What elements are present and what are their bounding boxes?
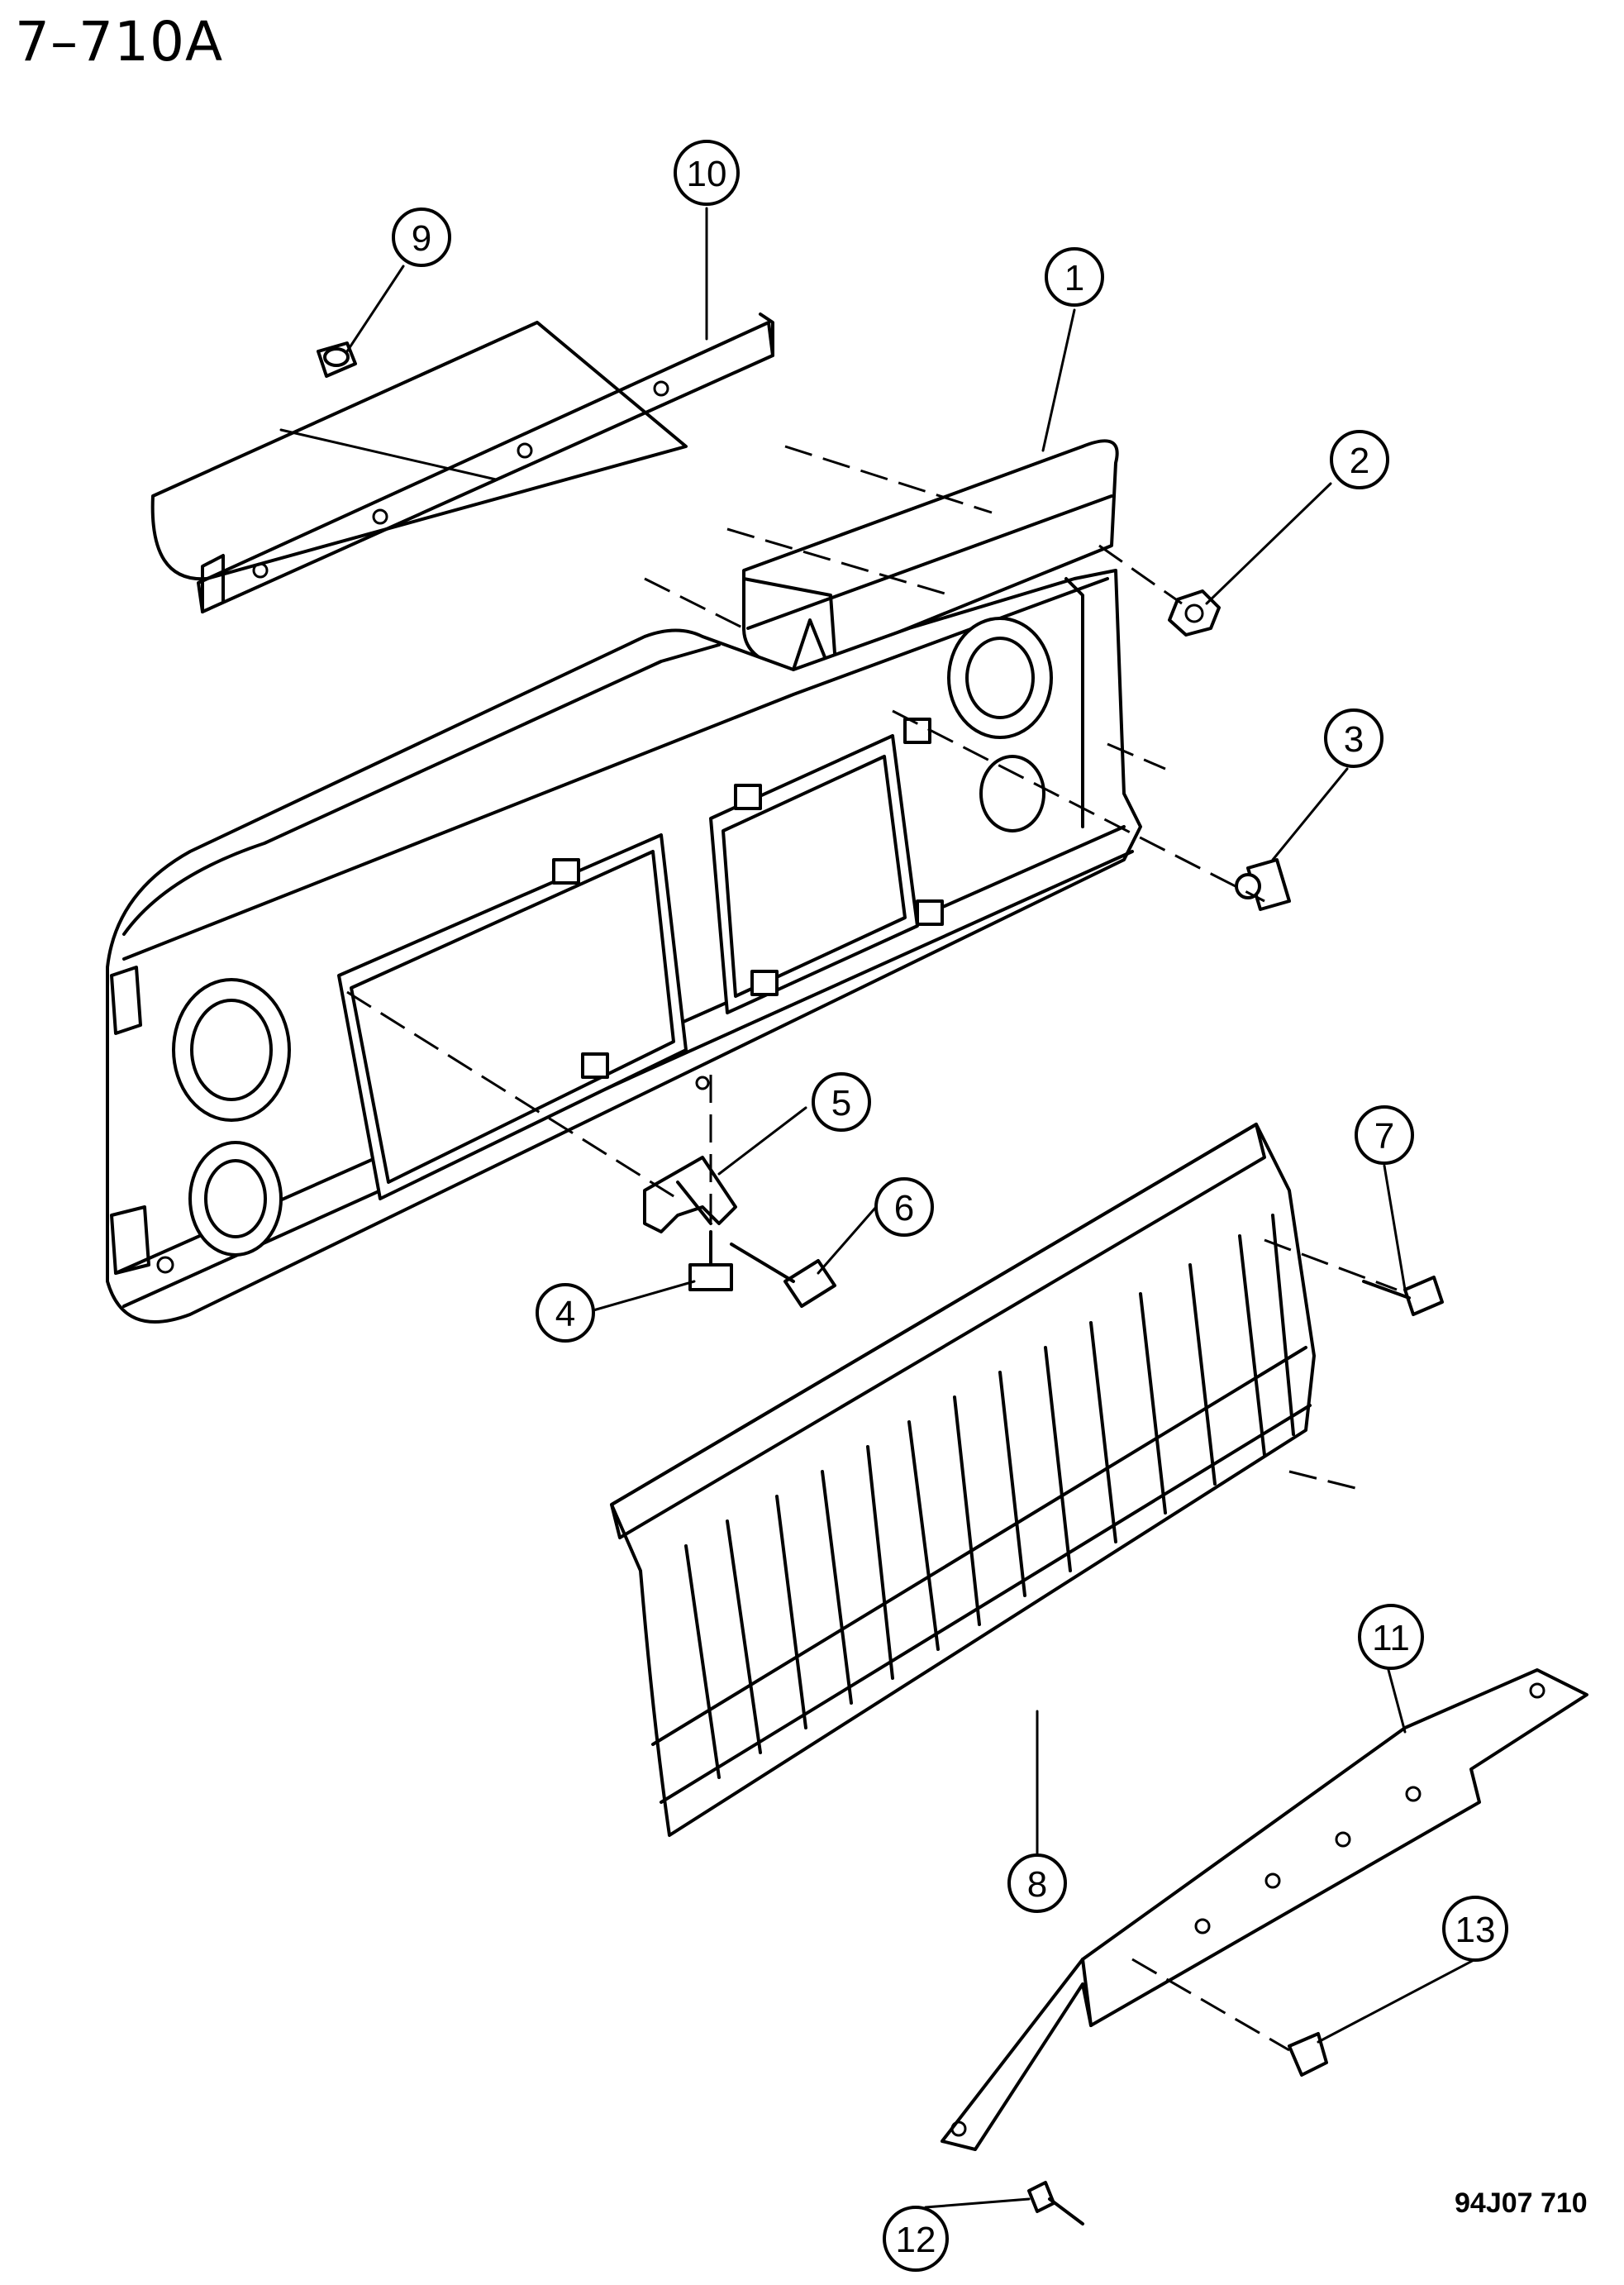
callout-7: 7 [1355, 1105, 1414, 1165]
drawing-code: 94J07 710 [1455, 2187, 1588, 2219]
page-title: 7–710A [15, 10, 224, 74]
part-3-clip-nut [1235, 858, 1291, 911]
callout-13: 13 [1442, 1896, 1508, 1962]
grille-opening-panel [106, 569, 1142, 1324]
callout-1: 1 [1045, 247, 1104, 307]
part-12-rivet [1027, 2181, 1084, 2225]
callout-11-label: 11 [1372, 1618, 1410, 1658]
callout-7-label: 7 [1374, 1116, 1394, 1157]
part-5-bracket [643, 1156, 737, 1233]
assembly-lines [346, 445, 1398, 2052]
callout-6: 6 [874, 1177, 934, 1237]
callout-4-label: 4 [555, 1294, 575, 1334]
callout-8: 8 [1007, 1853, 1067, 1913]
callout-8-label: 8 [1027, 1864, 1047, 1905]
callout-11: 11 [1358, 1604, 1424, 1670]
callout-3: 3 [1324, 708, 1383, 768]
callout-3-label: 3 [1344, 719, 1364, 760]
callout-2-label: 2 [1350, 441, 1369, 481]
callout-12-label: 12 [896, 2220, 936, 2260]
callout-1-label: 1 [1064, 258, 1084, 298]
callout-9: 9 [392, 208, 451, 267]
part-4-bolt [688, 1230, 733, 1291]
callout-leaders [345, 207, 1477, 2209]
part-7-screw [1362, 1276, 1444, 1316]
callout-5-label: 5 [831, 1083, 851, 1123]
part-11-lower-bracket [941, 1668, 1588, 2151]
callout-12: 12 [883, 2206, 949, 2272]
part-6-bolt [730, 1243, 836, 1308]
callout-10: 10 [674, 140, 740, 206]
callout-6-label: 6 [894, 1188, 914, 1228]
callout-5: 5 [812, 1072, 871, 1132]
part-13-screw [1288, 2032, 1328, 2077]
callout-2: 2 [1330, 430, 1389, 489]
callout-4: 4 [536, 1283, 595, 1343]
part-10-retainer-strip [150, 312, 774, 613]
part-8-grille [610, 1123, 1316, 1837]
callout-10-label: 10 [687, 154, 727, 194]
callout-13-label: 13 [1455, 1910, 1496, 1950]
callout-9-label: 9 [412, 218, 431, 259]
